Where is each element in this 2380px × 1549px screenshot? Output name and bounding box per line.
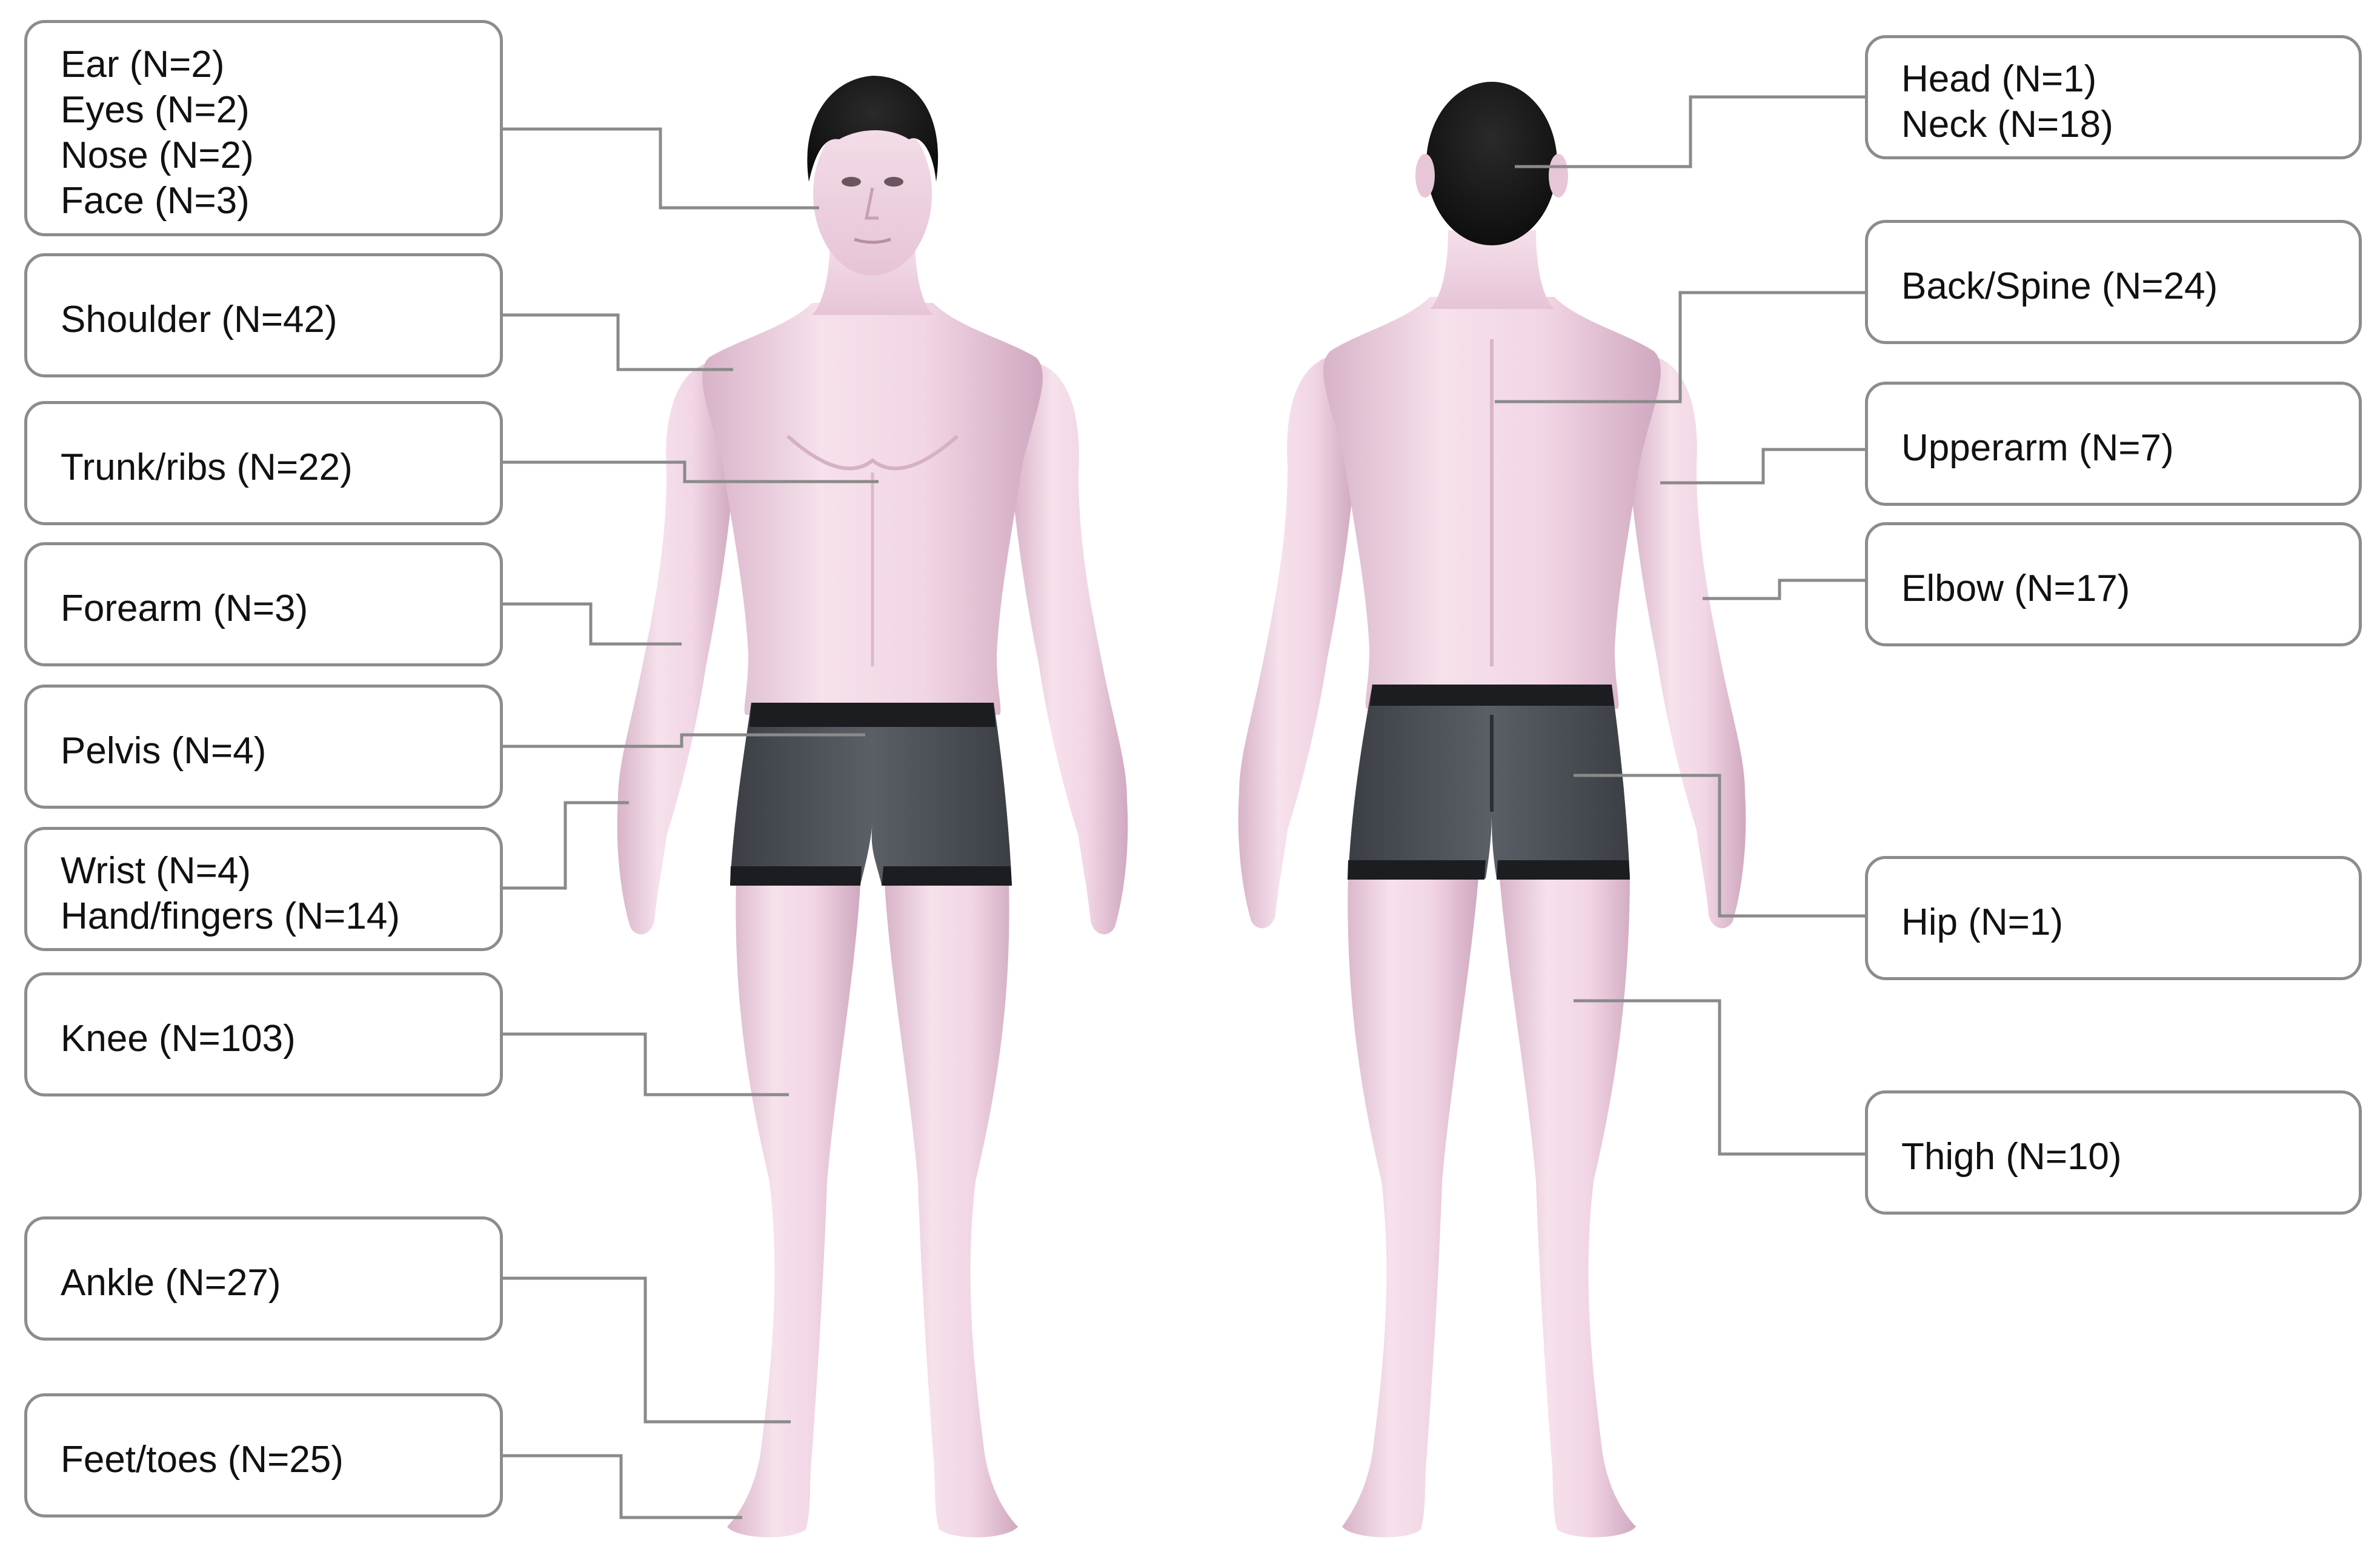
label-back: Back/Spine (N=24) (1865, 220, 2362, 344)
front-mouth (854, 237, 891, 244)
leader-thigh (1574, 999, 1866, 1156)
leader-ankle (502, 1276, 791, 1424)
front-right-arm (1012, 363, 1128, 935)
back-head (1426, 82, 1557, 245)
front-hair (807, 76, 939, 182)
label-pelvis: Pelvis (N=4) (24, 685, 503, 809)
front-waistband (750, 703, 996, 727)
label-feet: Feet/toes (N=25) (24, 1393, 503, 1517)
back-shorts (1348, 685, 1630, 878)
leader-upperarm (1660, 448, 1866, 485)
back-neck (1430, 230, 1554, 309)
front-chest-line (786, 434, 959, 471)
leader-lines (502, 95, 1866, 1519)
label-head-front: Ear (N=2) Eyes (N=2) Nose (N=2) Face (N=… (24, 20, 503, 236)
leader-head-front (502, 127, 819, 210)
label-ankle: Ankle (N=27) (24, 1216, 503, 1341)
leader-hip (1574, 774, 1866, 918)
label-line: Ear (N=2) (61, 43, 225, 85)
front-left-eye (842, 177, 861, 187)
front-nose (864, 187, 879, 220)
label-line: Eyes (N=2) (61, 88, 250, 131)
label-line: Thigh (N=10) (1901, 1136, 2122, 1178)
label-line: Feet/toes (N=25) (61, 1439, 344, 1481)
label-line: Elbow (N=17) (1901, 568, 2130, 609)
leader-forearm (502, 602, 682, 646)
leader-wrist-hand (502, 801, 629, 890)
label-forearm: Forearm (N=3) (24, 542, 503, 666)
label-head-neck: Head (N=1) Neck (N=18) (1865, 35, 2362, 159)
label-line: Upperarm (N=7) (1901, 427, 2174, 469)
label-line: Face (N=3) (61, 179, 250, 222)
label-line: Hand/fingers (N=14) (61, 895, 400, 937)
label-line: Neck (N=18) (1901, 103, 2113, 145)
back-right-legband (1497, 860, 1630, 880)
front-left-leg (727, 878, 860, 1537)
label-hip: Hip (N=1) (1865, 856, 2362, 980)
label-line: Head (N=1) (1901, 58, 2097, 100)
label-line: Trunk/ribs (N=22) (61, 446, 353, 488)
back-left-ear (1415, 154, 1435, 197)
back-left-legband (1348, 860, 1486, 880)
leader-elbow (1703, 579, 1866, 600)
front-left-legband (730, 866, 862, 886)
front-right-eye (884, 177, 903, 187)
back-waistband (1370, 685, 1614, 706)
label-knee: Knee (N=103) (24, 972, 503, 1096)
label-line: Ankle (N=27) (61, 1262, 281, 1304)
label-line: Knee (N=103) (61, 1018, 296, 1060)
leader-head-neck (1515, 95, 1866, 168)
label-thigh: Thigh (N=10) (1865, 1090, 2362, 1215)
leader-back (1495, 291, 1866, 403)
label-line: Hip (N=1) (1901, 901, 2064, 943)
back-right-ear (1549, 154, 1568, 197)
leader-trunk (502, 460, 879, 483)
label-wrist-hand: Wrist (N=4) Hand/fingers (N=14) (24, 827, 503, 951)
label-line: Back/Spine (N=24) (1901, 265, 2218, 307)
label-line: Nose (N=2) (61, 134, 254, 176)
label-shoulder: Shoulder (N=42) (24, 253, 503, 377)
label-line: Pelvis (N=4) (61, 730, 267, 772)
leader-pelvis (502, 733, 865, 748)
label-line: Wrist (N=4) (61, 849, 251, 892)
label-trunk: Trunk/ribs (N=22) (24, 401, 503, 525)
back-body-figure (1238, 82, 1746, 1537)
label-upperarm: Upperarm (N=7) (1865, 382, 2362, 506)
front-right-leg (885, 878, 1018, 1537)
label-elbow: Elbow (N=17) (1865, 522, 2362, 646)
back-right-arm (1630, 357, 1746, 929)
back-right-leg (1500, 872, 1636, 1537)
front-right-legband (882, 866, 1012, 886)
front-shorts (730, 703, 1012, 884)
leader-feet (502, 1454, 742, 1519)
front-body-figure (617, 76, 1128, 1537)
label-line: Forearm (N=3) (61, 588, 308, 629)
leader-shoulder (502, 313, 733, 371)
front-left-arm (617, 363, 733, 935)
back-left-arm (1238, 357, 1354, 929)
back-left-leg (1342, 872, 1478, 1537)
label-line: Shoulder (N=42) (61, 299, 337, 340)
leader-knee (502, 1032, 789, 1096)
